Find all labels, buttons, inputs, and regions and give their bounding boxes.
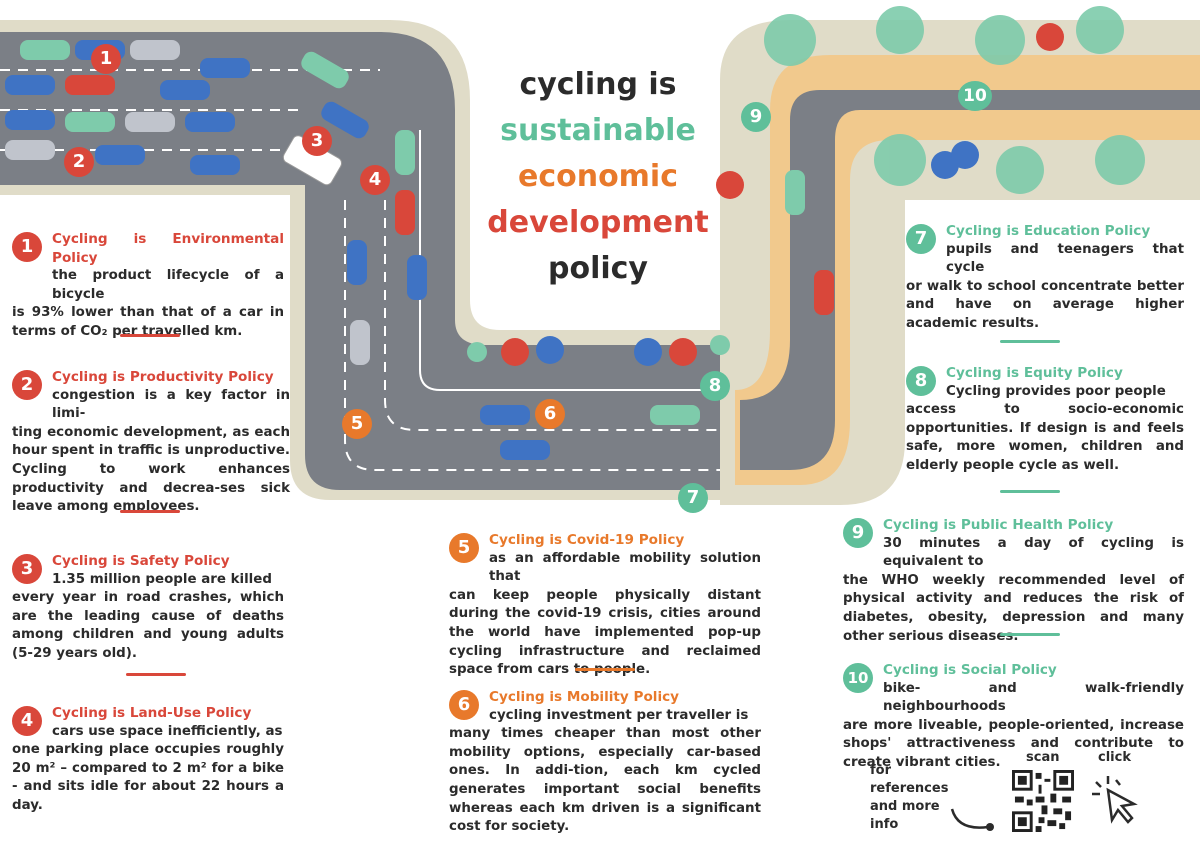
policy-title: Cycling is Public Health Policy [883, 517, 1114, 533]
policy-number: 8 [906, 366, 936, 396]
map-marker-2: 2 [64, 147, 94, 177]
plant [710, 335, 730, 355]
policy-number: 6 [449, 690, 479, 720]
policy-7: 7 Cycling is Education Policy pupils and… [906, 222, 1184, 334]
title-line: sustainable [500, 113, 696, 148]
policy-text-first: pupils and teenagers that cycle [946, 241, 1184, 276]
map-marker-5: 5 [342, 409, 372, 439]
policy-text-first: bike- and walk-friendly neighbourhoods [883, 680, 1184, 715]
policy-text: access to socio-economic opportunities. … [906, 402, 1184, 473]
map-marker-1: 1 [91, 44, 121, 74]
policy-text-first: cars use space inefficiently, as [52, 723, 283, 739]
curved-arrow-icon [950, 808, 994, 831]
separator [1000, 340, 1060, 343]
separator [120, 334, 180, 337]
policy-text-first: Cycling provides poor people [946, 383, 1166, 399]
separator [575, 668, 635, 671]
policy-title: Cycling is Safety Policy [52, 553, 230, 569]
policy-title: Cycling is Environmental Policy [52, 231, 284, 266]
policy-text-first: 30 minutes a day of cycling is equivalen… [883, 535, 1184, 570]
policy-1: 1 Cycling is Environmental Policy the pr… [12, 230, 284, 342]
policy-text: can keep people physically distant durin… [449, 587, 761, 678]
policy-number: 7 [906, 224, 936, 254]
policy-text: is 93% lower than that of a car in terms… [12, 305, 284, 339]
policy-8: 8 Cycling is Equity Policy Cycling provi… [906, 364, 1184, 476]
qr-code-icon[interactable] [1012, 770, 1074, 832]
policy-number: 3 [12, 554, 42, 584]
policy-4: 4 Cycling is Land-Use Policy cars use sp… [12, 704, 284, 816]
plant [467, 342, 487, 362]
policy-text-first: 1.35 million people are killed [52, 571, 272, 587]
policy-number: 1 [12, 232, 42, 262]
policy-text: ting economic development, as each hour … [12, 424, 290, 515]
policy-text: or walk to school concentrate better and… [906, 278, 1184, 331]
lane-marking [0, 69, 720, 471]
click-label: click [1098, 750, 1131, 765]
map-marker-7: 7 [678, 483, 708, 513]
policy-6: 6 Cycling is Mobility Policy cycling inv… [449, 688, 761, 837]
map-marker-6: 6 [535, 399, 565, 429]
policy-5: 5 Cycling is Covid-19 Policy as an affor… [449, 531, 761, 680]
policy-number: 9 [843, 518, 873, 548]
policy-text: are more liveable, people-oriented, incr… [843, 717, 1184, 770]
scan-label: scan [1026, 750, 1060, 765]
separator [126, 673, 186, 676]
separator [1000, 490, 1060, 493]
policy-text: every year in road crashes, which are th… [12, 590, 284, 661]
policy-title: Cycling is Covid-19 Policy [489, 532, 685, 548]
map-marker-8: 8 [700, 371, 730, 401]
map-marker-9: 9 [741, 102, 771, 132]
policy-text: many times cheaper than most other mobil… [449, 726, 761, 835]
policy-3: 3 Cycling is Safety Policy 1.35 million … [12, 552, 284, 664]
policy-text-first: cycling investment per traveller is [489, 707, 749, 723]
policy-text: the WHO weekly recommended level of phys… [843, 572, 1184, 644]
policy-title: Cycling is Social Policy [883, 662, 1057, 678]
policy-2: 2 Cycling is Productivity Policy congest… [12, 368, 290, 517]
policy-9: 9 Cycling is Public Health Policy 30 min… [843, 516, 1184, 646]
separator [120, 510, 180, 513]
policy-text-first: congestion is a key factor in limi- [52, 387, 290, 422]
policy-text-first: as an affordable mobility solution that [489, 550, 761, 585]
policy-text: one parking place occupies roughly 20 m²… [12, 742, 284, 813]
policy-title: Cycling is Land-Use Policy [52, 705, 252, 721]
title-line: development [487, 205, 709, 240]
policy-number: 4 [12, 706, 42, 736]
poster-title: cycling is sustainable economic developm… [470, 62, 726, 292]
policy-text-first: the product lifecycle of a bicycle [52, 268, 284, 302]
policy-title: Cycling is Mobility Policy [489, 689, 680, 705]
trees [764, 6, 1145, 194]
cars [5, 40, 834, 460]
policy-number: 10 [843, 663, 873, 693]
policy-title: Cycling is Equity Policy [946, 365, 1123, 381]
map-marker-3: 3 [302, 126, 332, 156]
policy-title: Cycling is Education Policy [946, 223, 1151, 239]
map-marker-4: 4 [360, 165, 390, 195]
policy-number: 5 [449, 533, 479, 563]
separator [1000, 633, 1060, 636]
title-line: cycling is [519, 67, 677, 102]
title-line: policy [548, 251, 648, 286]
map-marker-10: 10 [958, 81, 992, 111]
title-line: economic [517, 159, 679, 194]
policy-title: Cycling is Productivity Policy [52, 369, 274, 385]
bike-lane [735, 55, 1200, 485]
policy-10: 10 Cycling is Social Policy bike- and wa… [843, 661, 1184, 773]
click-cursor-icon[interactable] [1090, 772, 1142, 826]
references-label: for references and more info [870, 763, 949, 832]
policy-number: 2 [12, 370, 42, 400]
umbrellas [501, 23, 1064, 366]
road-edge-line [419, 130, 720, 391]
